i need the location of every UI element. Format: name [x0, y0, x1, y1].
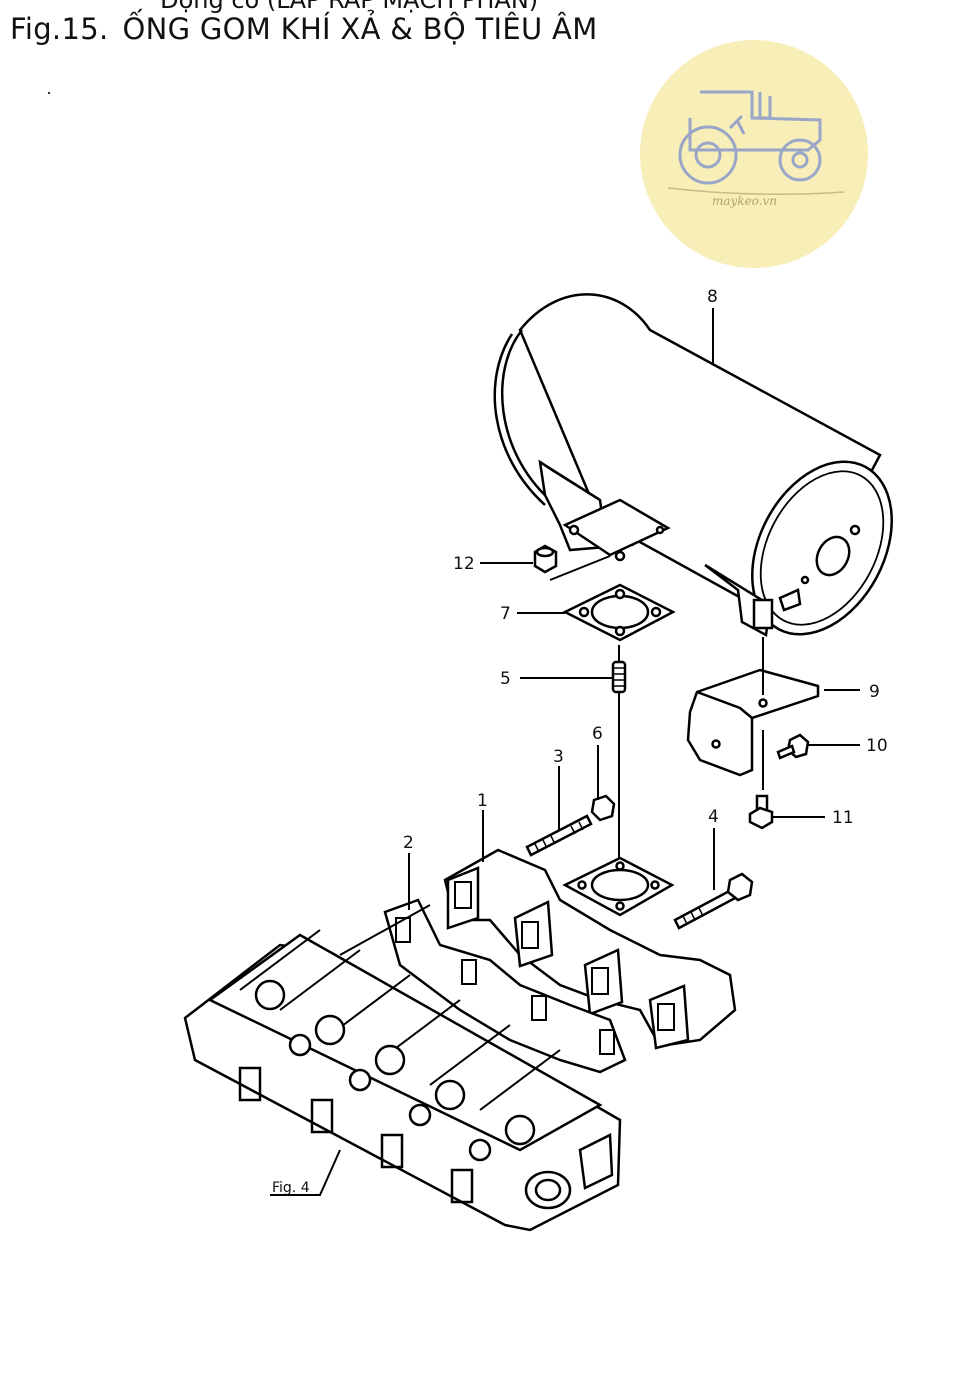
figure-reference: Fig. 4: [272, 1180, 310, 1196]
callout-8: 8: [707, 287, 718, 307]
figure-title: ỐNG GOM KHÍ XẢ & BỘ TIÊU ÂM: [122, 12, 598, 46]
watermark-text: maykeo.vn: [712, 194, 777, 208]
gasket-part-7: [562, 583, 676, 642]
nut-part-6: [590, 794, 616, 822]
bolt-part-10: [776, 733, 810, 760]
exhaust-manifold-part-1: [443, 848, 737, 1050]
bolt-part-11: [748, 794, 774, 830]
muffler-part-8: [493, 293, 893, 637]
callout-3: 3: [553, 747, 564, 767]
callout-1: 1: [477, 791, 488, 811]
figure-number: Fig.15.: [10, 12, 109, 46]
callout-10: 10: [866, 736, 888, 756]
page-title: Fig.15. ỐNG GOM KHÍ XẢ & BỘ TIÊU ÂM: [10, 12, 598, 46]
callout-5: 5: [500, 669, 511, 689]
callout-9: 9: [869, 682, 880, 702]
bolt-part-4: [673, 872, 754, 930]
cut-off-header-text: Động cơ (LẮP RÁP MẠCH PHẦN): [160, 0, 539, 14]
tractor-icon: [678, 90, 822, 185]
watermark-logo: maykeo.vn: [640, 40, 868, 268]
cylinder-head: [183, 929, 622, 1232]
bracket-part-9: [686, 668, 820, 777]
stud-part-5: [611, 660, 627, 694]
callout-12: 12: [453, 554, 475, 574]
callout-7: 7: [500, 604, 511, 624]
stray-dot: [48, 92, 50, 94]
nut-part-12: [533, 544, 558, 574]
stud-part-3: [525, 814, 593, 857]
leader-lines: [270, 308, 860, 1196]
callout-2: 2: [403, 833, 414, 853]
callout-4: 4: [708, 807, 719, 827]
callout-11: 11: [832, 808, 854, 828]
manifold-gasket-part-2: [383, 898, 627, 1074]
callout-6: 6: [592, 724, 603, 744]
